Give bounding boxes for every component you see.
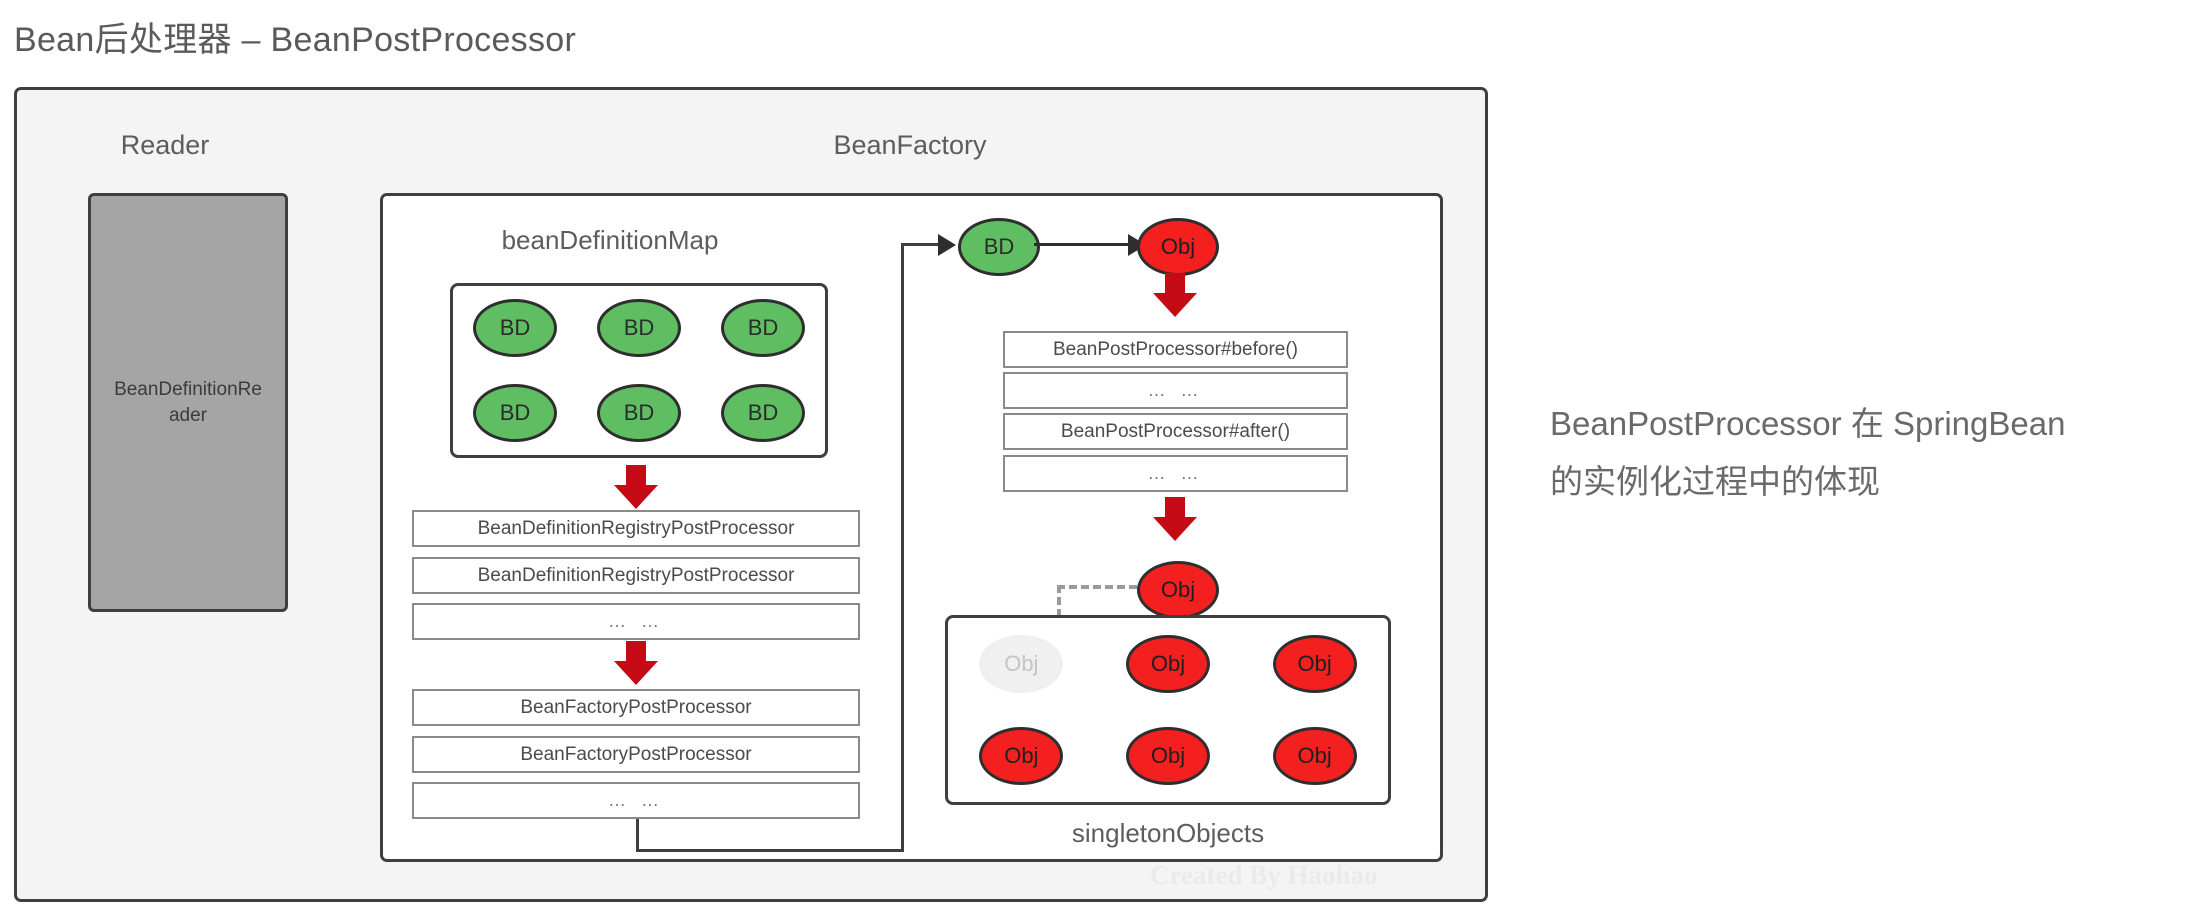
caption-line-2: 的实例化过程中的体现 xyxy=(1550,462,1880,500)
caption: BeanPostProcessor 在 SpringBean 的实例化过程中的体… xyxy=(1550,395,2190,511)
singleton-objects-title: singletonObjects xyxy=(1071,818,1265,848)
factory-post-processor-row: BeanFactoryPostProcessor xyxy=(412,689,860,726)
red-down-arrow-icon xyxy=(1153,273,1197,317)
instantiation-bd-node-wrapper: BD xyxy=(958,218,1040,276)
connector-segment xyxy=(901,243,943,246)
registry-post-processor-row: BeanDefinitionRegistryPostProcessor xyxy=(412,557,860,594)
page-title: Bean后处理器 – BeanPostProcessor xyxy=(14,21,577,59)
bd-node: BD xyxy=(958,218,1040,276)
obj-node: Obj xyxy=(1125,635,1210,693)
watermark: Created By Haohao xyxy=(1150,860,1378,890)
bd-node: BD xyxy=(597,383,681,442)
red-down-arrow-icon xyxy=(1153,497,1197,541)
obj-node: Obj xyxy=(1137,561,1219,619)
obj-node: Obj xyxy=(1272,635,1357,693)
bean-post-processor-before-row: BeanPostProcessor#before() xyxy=(1003,331,1348,368)
obj-node: Obj xyxy=(979,727,1064,785)
obj-node: Obj xyxy=(1272,727,1357,785)
registry-post-processor-ellipsis-row: … … xyxy=(412,603,860,640)
instantiation-obj-node-wrapper: Obj xyxy=(1137,218,1219,276)
connector-segment xyxy=(636,819,639,852)
obj-node: Obj xyxy=(1125,727,1210,785)
beanfactory-section-heading: BeanFactory xyxy=(833,130,987,160)
red-down-arrow-icon xyxy=(614,641,658,685)
dashed-connector-segment xyxy=(1057,585,1137,589)
red-down-arrow-icon xyxy=(614,465,658,509)
bean-post-processor-ellipsis-row: … … xyxy=(1003,372,1348,409)
bean-post-processor-after-row: BeanPostProcessor#after() xyxy=(1003,413,1348,450)
factory-post-processor-row: BeanFactoryPostProcessor xyxy=(412,736,860,773)
connector-arrowhead-icon xyxy=(938,234,956,256)
bd-node: BD xyxy=(473,299,557,358)
obj-node: Obj xyxy=(1137,218,1219,276)
processed-obj-node-wrapper: Obj xyxy=(1137,561,1219,619)
dashed-connector-segment xyxy=(1057,585,1061,641)
reader-section-heading: Reader xyxy=(120,130,210,160)
caption-line-1: BeanPostProcessor 在 SpringBean xyxy=(1550,405,2066,442)
bean-definition-map-grid: BD BD BD BD BD BD xyxy=(450,283,828,458)
connector-segment xyxy=(901,243,904,852)
bd-node: BD xyxy=(473,383,557,442)
registry-post-processor-row: BeanDefinitionRegistryPostProcessor xyxy=(412,510,860,547)
factory-post-processor-ellipsis-row: … … xyxy=(412,782,860,819)
bean-definition-map-title: beanDefinitionMap xyxy=(501,225,719,255)
connector-segment xyxy=(636,849,904,852)
connector-segment xyxy=(1034,243,1134,246)
bd-node: BD xyxy=(721,383,805,442)
bean-definition-reader-box: BeanDefinitionReader xyxy=(88,193,288,612)
bd-node: BD xyxy=(721,299,805,358)
bd-node: BD xyxy=(597,299,681,358)
bean-definition-reader-label: BeanDefinitionReader xyxy=(114,378,262,426)
bean-post-processor-ellipsis-row: … … xyxy=(1003,455,1348,492)
obj-node-placeholder: Obj xyxy=(979,635,1064,693)
singleton-objects-grid: Obj Obj Obj Obj Obj Obj xyxy=(945,615,1391,805)
